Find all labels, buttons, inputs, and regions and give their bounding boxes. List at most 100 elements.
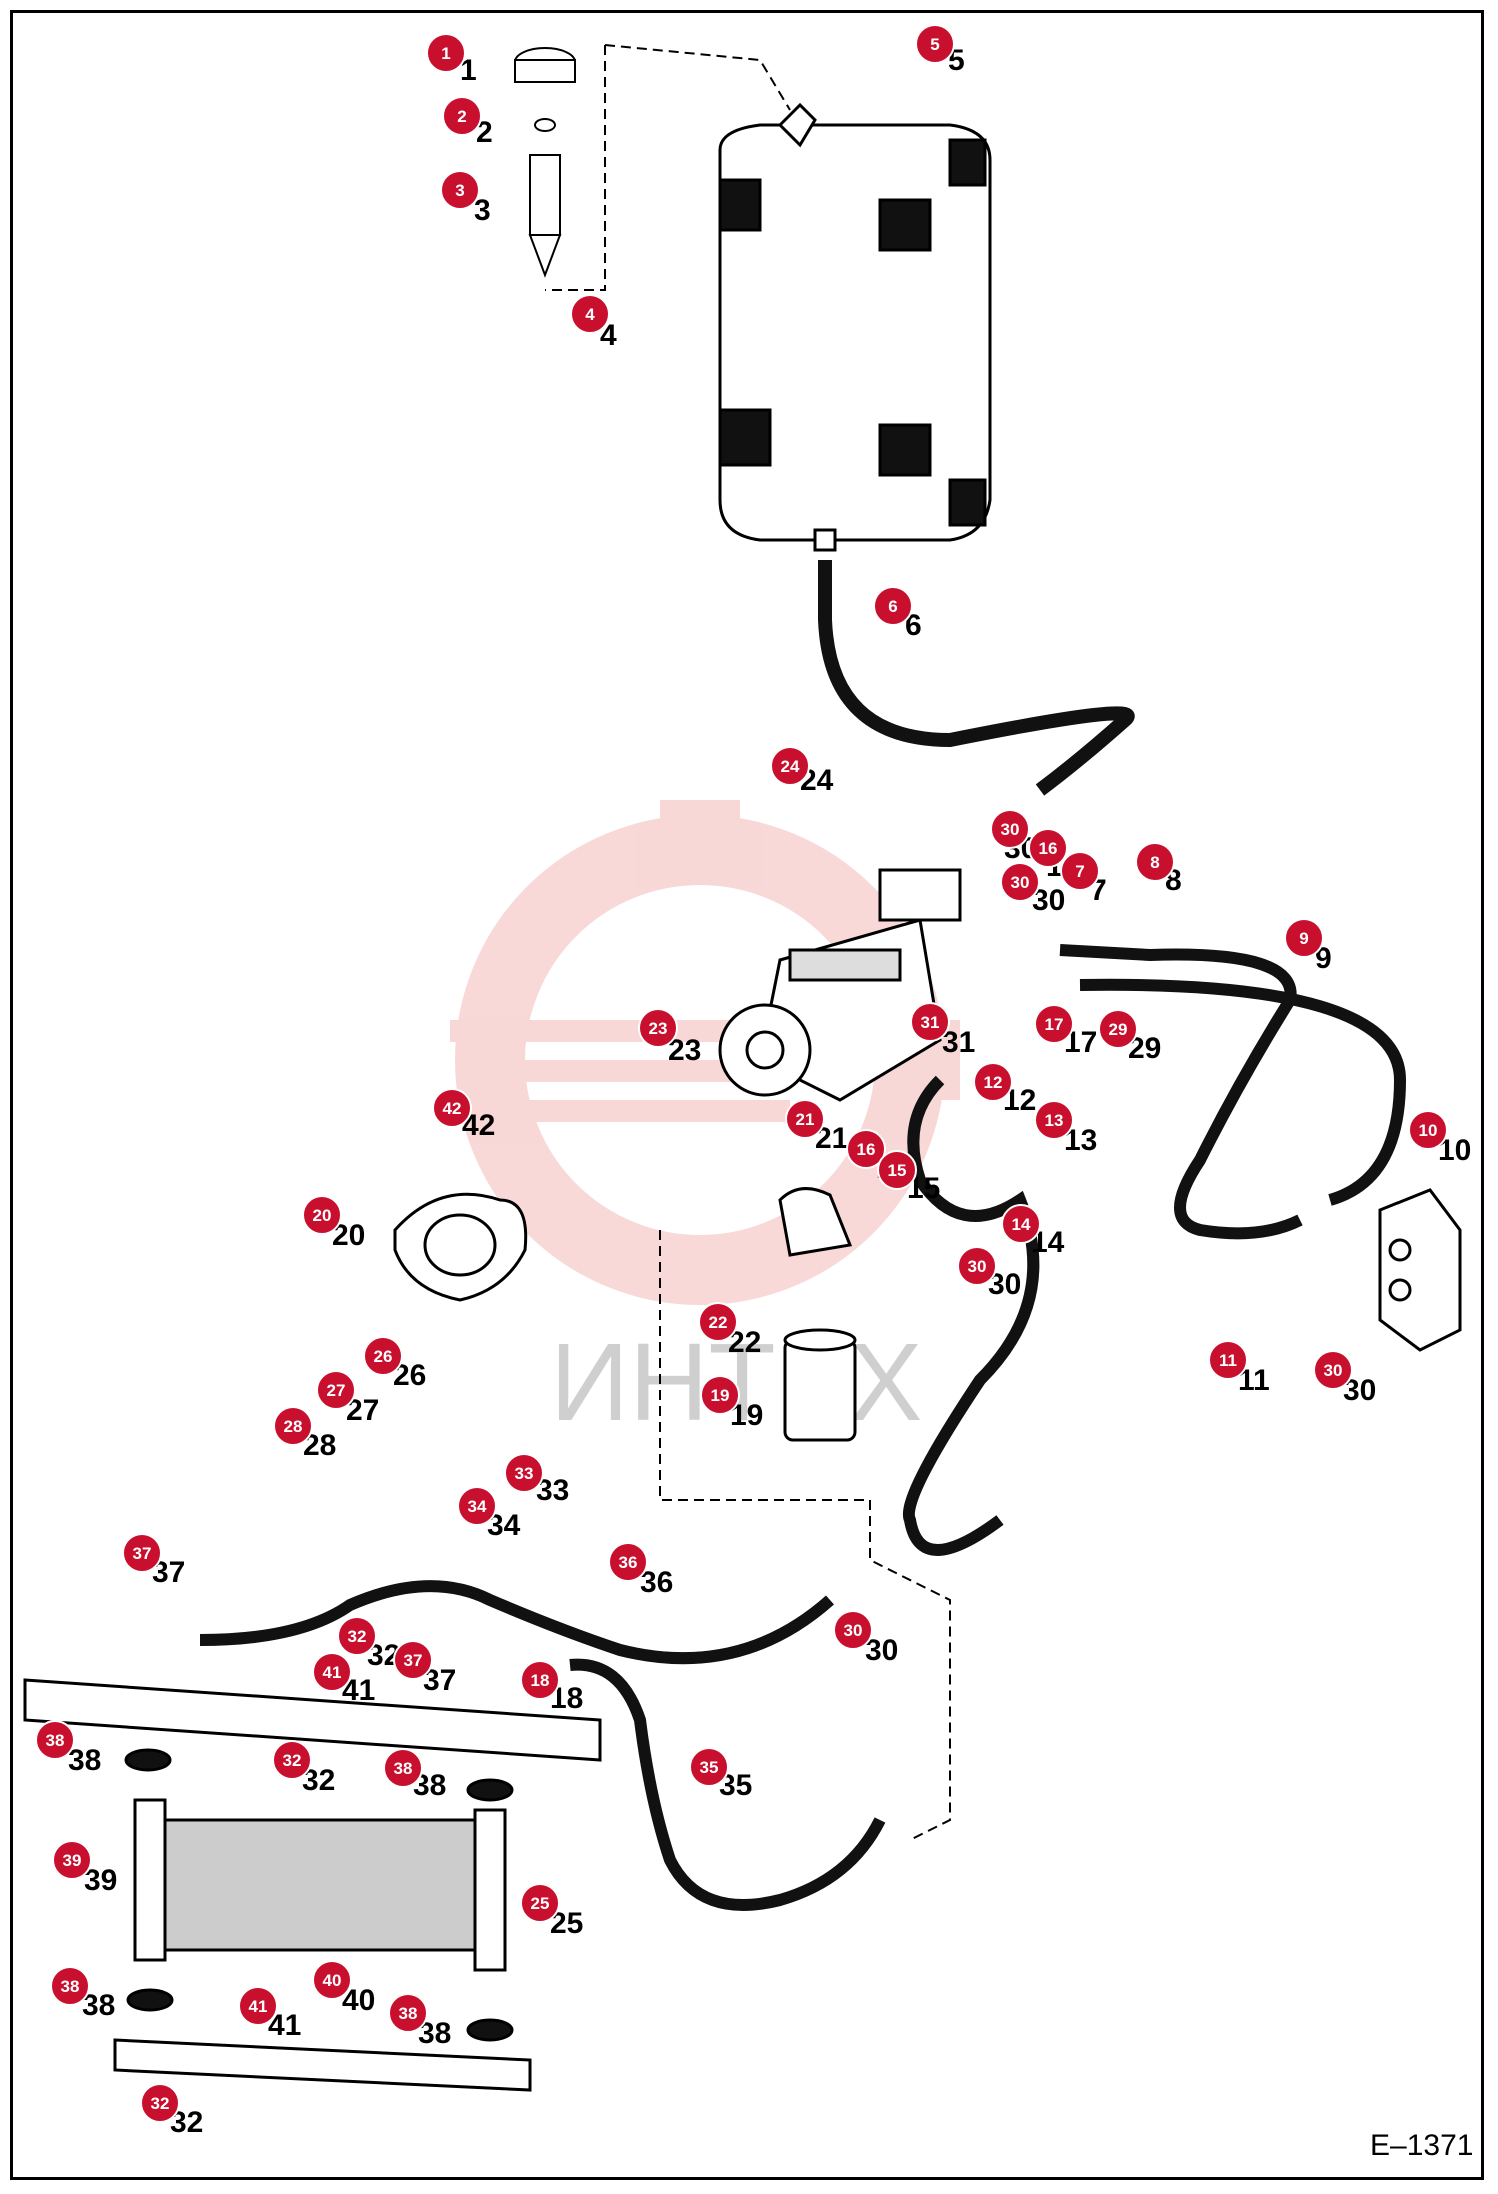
oil-cooler — [23, 1678, 602, 2092]
callout-badge[interactable] — [35, 1720, 75, 1760]
callout-badge-label: 38 — [399, 2004, 418, 2023]
callout-badge[interactable] — [873, 586, 913, 626]
callout-badge-label: 32 — [283, 1751, 302, 1770]
callout-badge-label: 18 — [531, 1671, 550, 1690]
callout-badge[interactable] — [1313, 1350, 1353, 1390]
callout-badge[interactable] — [337, 1616, 377, 1656]
callout-badge[interactable] — [1001, 1204, 1041, 1244]
callout-badge-label: 4 — [585, 305, 595, 324]
callout-badge[interactable] — [312, 1960, 352, 2000]
callout-badge-label: 6 — [888, 597, 897, 616]
callout-badge[interactable] — [238, 1986, 278, 2026]
callout-badge[interactable] — [1028, 828, 1068, 868]
callout-badge[interactable] — [273, 1406, 313, 1446]
callout-badge[interactable] — [1408, 1110, 1448, 1150]
callout-badge[interactable] — [915, 24, 955, 64]
callout-badge[interactable] — [122, 1533, 162, 1573]
callout-badge[interactable] — [363, 1336, 403, 1376]
callout-c6: 66 — [873, 586, 922, 642]
callout-badge-label: 30 — [1001, 820, 1020, 839]
hose-13 — [902, 1075, 1040, 1556]
diagram-code: E–1371 — [1370, 2129, 1473, 2162]
callout-badge[interactable] — [973, 1062, 1013, 1102]
callout-badge[interactable] — [426, 33, 466, 73]
callout-badge[interactable] — [910, 1002, 950, 1042]
breather-leader-dash — [545, 45, 606, 291]
callout-badge-label: 8 — [1150, 853, 1159, 872]
watermark-text: ИНТЕХ — [550, 1321, 922, 1444]
filter-leader-dash — [659, 1230, 951, 1841]
callout-badge[interactable] — [833, 1610, 873, 1650]
filter-assembly — [778, 1187, 857, 1442]
callout-badge[interactable] — [1034, 1004, 1074, 1044]
callout-badge[interactable] — [1000, 862, 1040, 902]
callout-badge[interactable] — [52, 1840, 92, 1880]
callout-badge-label: 38 — [61, 1977, 80, 1996]
callout-badge[interactable] — [504, 1453, 544, 1493]
callout-badge[interactable] — [877, 1150, 917, 1190]
callout-badge-label: 32 — [348, 1627, 367, 1646]
callout-badge[interactable] — [520, 1883, 560, 1923]
callout-badge[interactable] — [846, 1129, 886, 1169]
callout-badge[interactable] — [432, 1088, 472, 1128]
callout-badge[interactable] — [50, 1966, 90, 2006]
callout-badge[interactable] — [388, 1993, 428, 2033]
suction-hose — [818, 560, 1135, 796]
callout-badge[interactable] — [140, 2083, 180, 2123]
callout-badge[interactable] — [272, 1740, 312, 1780]
callout-badge[interactable] — [770, 746, 810, 786]
callout-badge[interactable] — [1208, 1340, 1248, 1380]
callout-badge[interactable] — [1284, 918, 1324, 958]
callout-badge-label: 20 — [313, 1206, 332, 1225]
callout-badge[interactable] — [638, 1008, 678, 1048]
callout-badge[interactable] — [302, 1195, 342, 1235]
callout-badge[interactable] — [457, 1486, 497, 1526]
callout-badge[interactable] — [608, 1542, 648, 1582]
callout-badge[interactable] — [1060, 851, 1100, 891]
callout-badge[interactable] — [785, 1099, 825, 1139]
callout-badge-label: 16 — [1039, 839, 1058, 858]
callout-badge-label: 21 — [796, 1110, 815, 1129]
hose-35 — [569, 1658, 886, 1911]
callout-badge-label: 30 — [1324, 1361, 1343, 1380]
callout-badge[interactable] — [440, 170, 480, 210]
callout-badge[interactable] — [957, 1246, 997, 1286]
callout-badge-label: 25 — [531, 1894, 550, 1913]
callout-badge[interactable] — [570, 294, 610, 334]
callout-badge[interactable] — [990, 809, 1030, 849]
callout-badge[interactable] — [1034, 1100, 1074, 1140]
callout-badge-label: 3 — [455, 181, 464, 200]
callout-badge[interactable] — [698, 1302, 738, 1342]
callout-badge[interactable] — [312, 1652, 352, 1692]
callout-badge-label: 30 — [844, 1621, 863, 1640]
callout-badge[interactable] — [316, 1370, 356, 1410]
callout-badge-label: 27 — [327, 1381, 346, 1400]
callout-c5: 55 — [915, 24, 965, 77]
callout-badge[interactable] — [393, 1640, 433, 1680]
callout-badge-label: 41 — [323, 1663, 342, 1682]
callout-badge[interactable] — [689, 1747, 729, 1787]
diagram-frame — [10, 10, 1484, 2180]
callout-badge[interactable] — [383, 1748, 423, 1788]
callout-c2: 22 — [442, 96, 493, 149]
callout-badge-label: 33 — [515, 1464, 534, 1483]
callout-badge-label: 24 — [781, 757, 800, 776]
callout-badge[interactable] — [520, 1660, 560, 1700]
callout-badge[interactable] — [700, 1375, 740, 1415]
callout-badge[interactable] — [442, 96, 482, 136]
callout-badge-label: 42 — [443, 1099, 462, 1118]
callout-badge[interactable] — [1135, 842, 1175, 882]
callout-badge[interactable] — [1098, 1009, 1138, 1049]
